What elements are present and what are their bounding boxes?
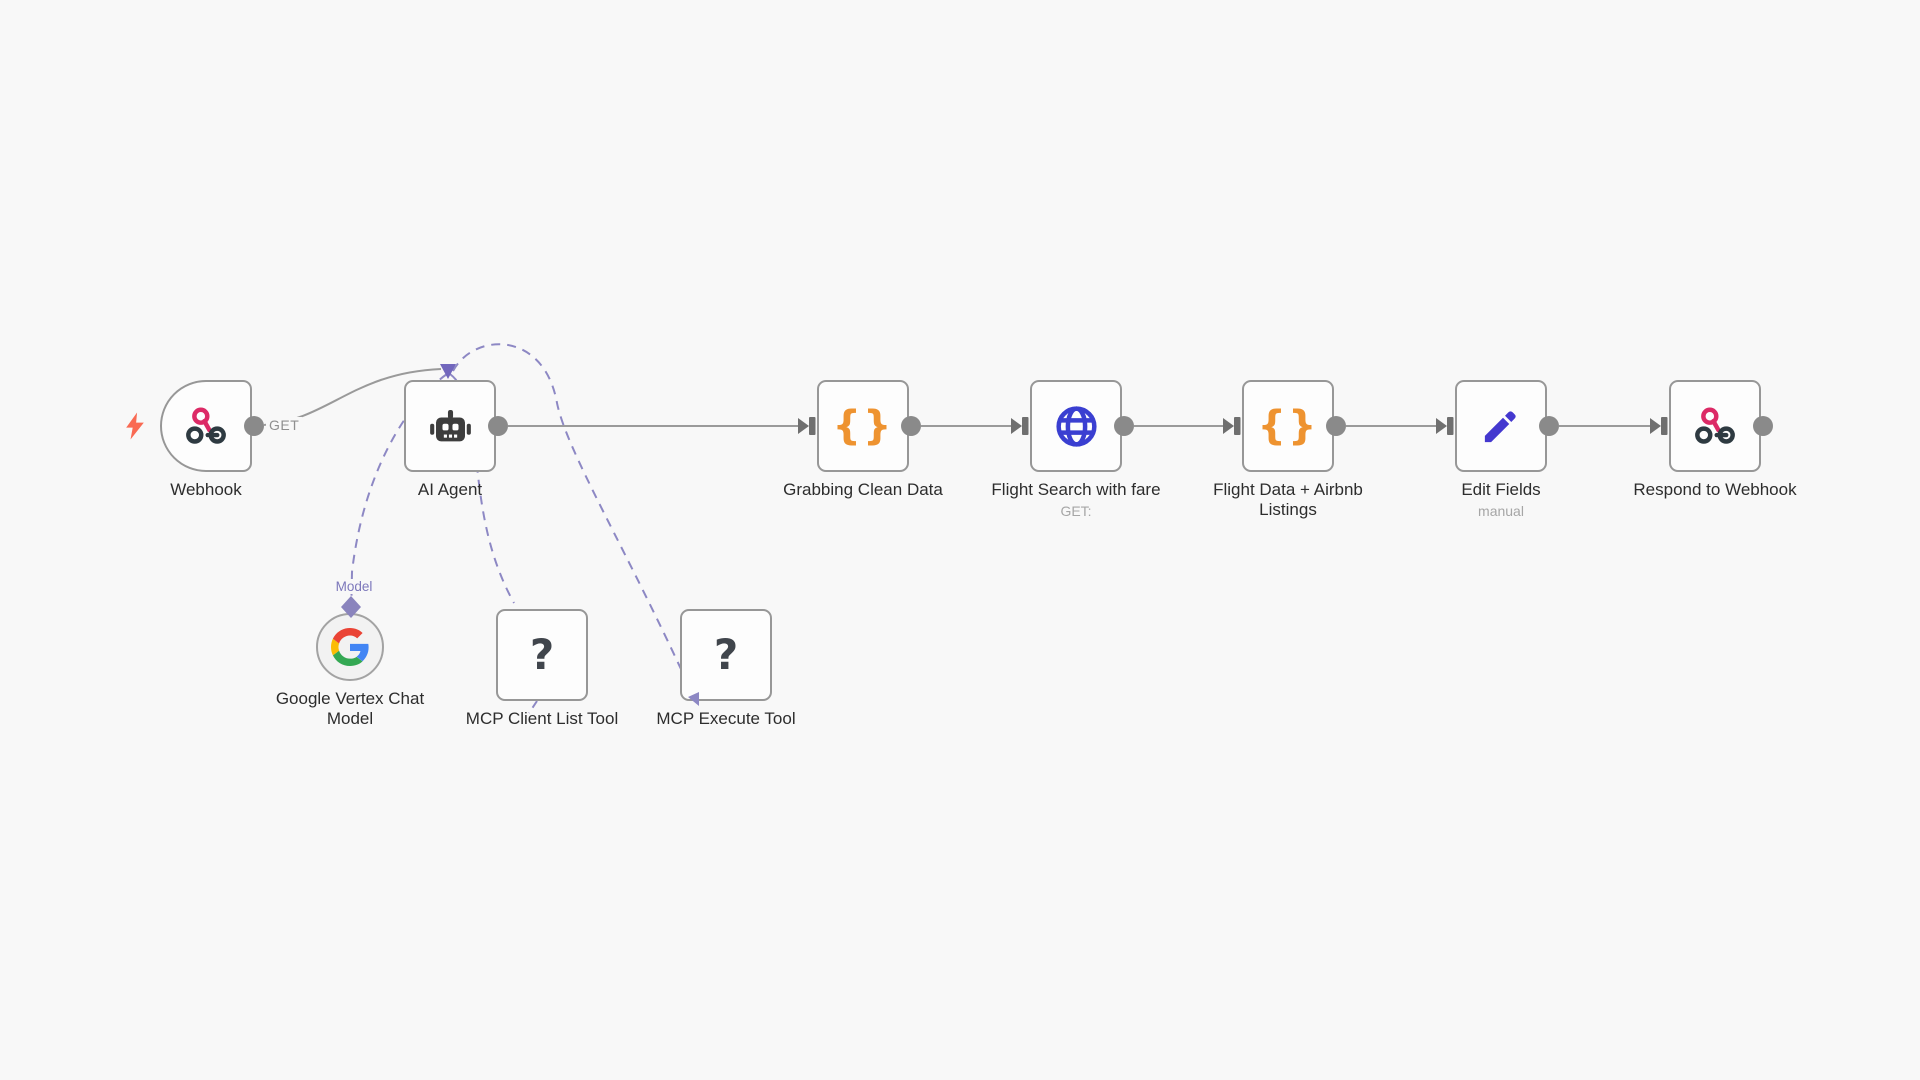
connection-method-label: GET (266, 417, 303, 433)
node-edit-fields[interactable] (1455, 380, 1547, 472)
question-icon: ? (529, 630, 555, 679)
node-label-respond: Respond to Webhook (1605, 480, 1825, 500)
node-title: Flight Search with fare (991, 480, 1161, 499)
output-connector-respond[interactable] (1753, 416, 1773, 436)
node-title: Google Vertex Chat Model (275, 689, 425, 729)
node-subtitle: GET: (1060, 503, 1092, 520)
input-connector-edit-fields (1436, 417, 1454, 435)
node-title: Webhook (170, 480, 242, 499)
input-connector-flight-search (1011, 417, 1029, 435)
node-title: Respond to Webhook (1633, 480, 1797, 499)
robot-icon (427, 403, 474, 450)
braces-icon: {} (832, 403, 894, 449)
node-title: MCP Execute Tool (656, 709, 796, 728)
question-icon: ? (713, 630, 739, 679)
output-connector-flight-data[interactable] (1326, 416, 1346, 436)
node-flight-search[interactable] (1030, 380, 1122, 472)
node-flight-data[interactable]: {} (1242, 380, 1334, 472)
node-subtitle: manual (1478, 503, 1524, 520)
node-label-ai-agent: AI Agent (340, 480, 560, 500)
node-label-vertex: Google Vertex Chat Model (270, 689, 430, 729)
node-title: MCP Client List Tool (465, 709, 619, 728)
model-connection-label: Model (321, 579, 387, 594)
node-title: AI Agent (417, 480, 483, 499)
node-grabbing[interactable]: {} (817, 380, 909, 472)
webhook-icon (183, 403, 229, 449)
input-connector-flight-data (1223, 417, 1241, 435)
node-webhook[interactable] (126, 380, 252, 472)
output-connector-edit-fields[interactable] (1539, 416, 1559, 436)
node-label-grabbing: Grabbing Clean Data (753, 480, 973, 500)
node-label-mcp-execute: MCP Execute Tool (621, 709, 831, 729)
output-connector-webhook[interactable] (244, 416, 264, 436)
node-mcp-execute[interactable]: ? (680, 609, 772, 701)
lightning-trigger-icon (126, 412, 145, 440)
braces-icon: {} (1257, 403, 1319, 449)
node-title: Edit Fields (1461, 480, 1541, 499)
node-label-flight-data: Flight Data + Airbnb Listings (1198, 480, 1378, 520)
webhook-icon (1692, 403, 1738, 449)
node-mcp-client-list[interactable]: ? (496, 609, 588, 701)
node-label-mcp-client-list: MCP Client List Tool (437, 709, 647, 729)
google-icon (331, 628, 369, 666)
input-connector-grabbing (798, 417, 816, 435)
node-vertex[interactable] (316, 613, 384, 681)
node-title: Flight Data + Airbnb Listings (1213, 480, 1363, 520)
node-label-webhook: Webhook (96, 480, 316, 500)
globe-icon (1053, 403, 1100, 450)
output-connector-flight-search[interactable] (1114, 416, 1134, 436)
pencil-icon (1479, 404, 1523, 448)
output-connector-grabbing[interactable] (901, 416, 921, 436)
input-connector-respond (1650, 417, 1668, 435)
node-respond[interactable] (1669, 380, 1761, 472)
node-title: Grabbing Clean Data (783, 480, 943, 499)
node-label-edit-fields: Edit Fields manual (1391, 480, 1611, 520)
node-ai-agent[interactable] (404, 380, 496, 472)
output-connector-ai-agent[interactable] (488, 416, 508, 436)
